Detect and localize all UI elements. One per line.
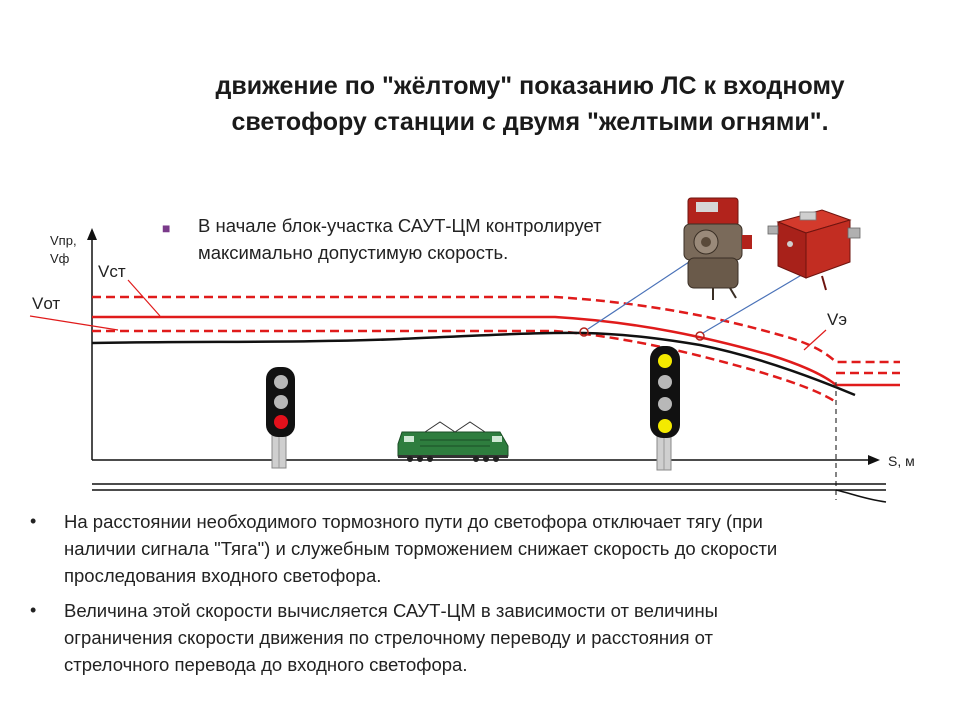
- bullet-1-line-1: На расстоянии необходимого тормозного пу…: [64, 511, 763, 532]
- bullet-2-line-3: стрелочного перевода до входного светофо…: [64, 654, 468, 675]
- intro-line-1: В начале блок-участка САУТ-ЦМ контролиру…: [198, 215, 602, 236]
- valve-device-icon: [683, 197, 752, 300]
- bullet-item-2: • Величина этой скорости вычисляется САУ…: [28, 597, 928, 678]
- intro-line-2: максимально допустимую скорость.: [198, 242, 509, 263]
- bullet-square-icon: ■: [162, 220, 171, 236]
- lower-limit-dashed-curve: [92, 329, 837, 404]
- x-axis-label: S, м: [888, 453, 915, 469]
- ve-leader: [803, 329, 827, 351]
- label-vst: Vст: [98, 262, 126, 281]
- locomotive-icon: [397, 421, 509, 462]
- left-signal-lamp-bottom: [274, 415, 288, 429]
- bullet-dot-icon: •: [30, 600, 37, 620]
- bullet-2-line-2: ограничения скорости движения по стрелоч…: [64, 627, 713, 648]
- slide-title: движение по "жёлтому" показанию ЛС к вхо…: [120, 68, 940, 140]
- right-signal-lamp-2: [658, 375, 672, 389]
- x-axis-arrow-icon: [868, 455, 880, 465]
- red-valve-block-icon: [767, 209, 861, 291]
- bullet-2-line-1: Величина этой скорости вычисляется САУТ-…: [64, 600, 718, 621]
- right-signal-lamp-bottom: [658, 419, 672, 433]
- bullet-dot-icon: •: [30, 511, 37, 531]
- vst-leader: [127, 279, 161, 317]
- right-signal-lamp-3: [658, 397, 672, 411]
- actual-speed-curve: [91, 331, 856, 397]
- upper-limit-dashed-curve: [92, 295, 900, 364]
- left-signal-lamp-middle: [274, 395, 288, 409]
- device-leader-2: [702, 269, 811, 334]
- right-signal: [650, 346, 680, 471]
- label-ve: Vэ: [827, 310, 847, 329]
- device-leader-1: [587, 257, 696, 330]
- contact-point-1: [579, 327, 589, 337]
- left-signal: [266, 367, 295, 469]
- bullet-1-line-2: наличии сигнала "Тяга") и служебным торм…: [64, 538, 778, 559]
- intro-text: ■ В начале блок-участка САУТ-ЦМ контроли…: [162, 212, 682, 266]
- label-vot: Vот: [32, 294, 60, 313]
- y-axis-label-1: Vпр,: [50, 233, 77, 248]
- vot-leader: [29, 315, 119, 331]
- right-signal-lamp-top: [658, 354, 672, 368]
- switch-rail: [835, 489, 887, 503]
- left-signal-lamp-top: [274, 375, 288, 389]
- y-axis-label-2: Vф: [50, 251, 70, 266]
- title-line-2: светофору станции с двумя "желтыми огням…: [231, 108, 829, 136]
- y-axis-arrow-icon: [87, 228, 97, 240]
- bullet-list: • На расстоянии необходимого тормозного …: [28, 508, 928, 686]
- contact-point-2: [695, 331, 705, 341]
- title-line-1: движение по "жёлтому" показанию ЛС к вхо…: [215, 72, 845, 100]
- bullet-item-1: • На расстоянии необходимого тормозного …: [28, 508, 928, 589]
- permitted-speed-curve: [92, 315, 900, 387]
- bullet-1-line-3: проследования входного светофора.: [64, 565, 382, 586]
